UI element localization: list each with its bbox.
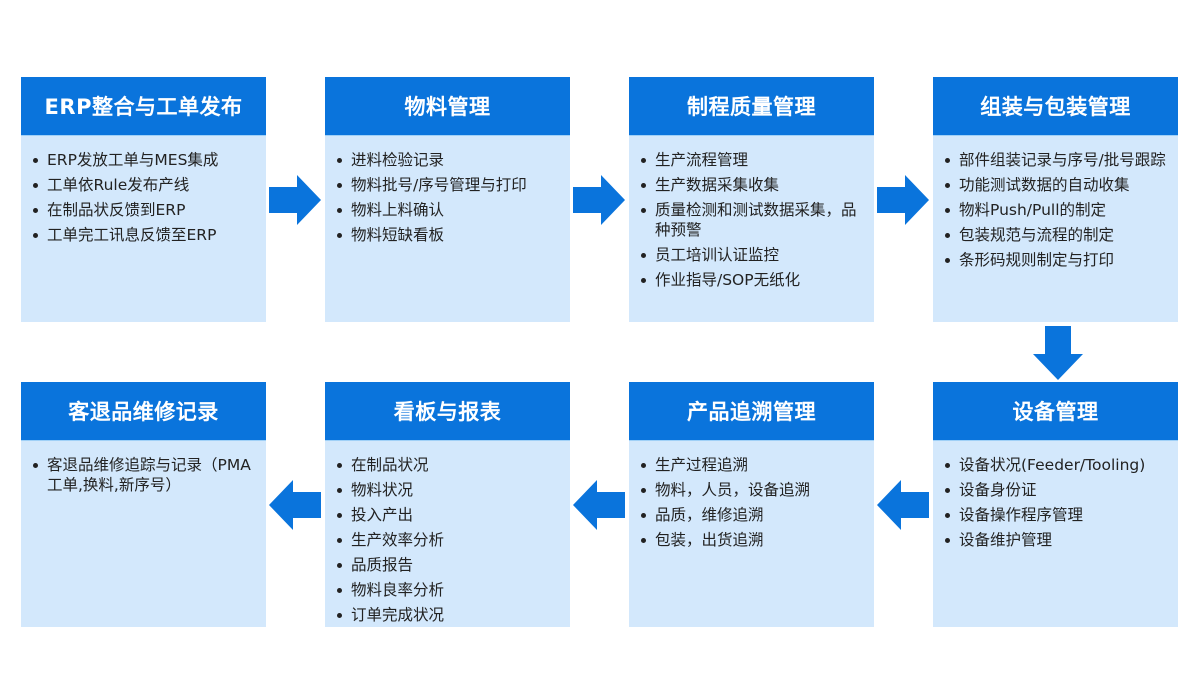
arrow-left-icon: [877, 480, 929, 530]
step-item: 在制品状况: [337, 455, 562, 475]
step-title: ERP整合与工单发布: [21, 77, 266, 136]
step-item: 条形码规则制定与打印: [945, 250, 1170, 270]
step-box: 组装与包装管理部件组装记录与序号/批号跟踪功能测试数据的自动收集物料Push/P…: [933, 77, 1178, 322]
step-items: 设备状况(Feeder/Tooling) 设备身份证设备操作程序管理设备维护管理: [933, 441, 1178, 550]
step-items: 进料检验记录物料批号/序号管理与打印物料上料确认物料短缺看板: [325, 136, 570, 245]
step-item: 质量检测和测试数据采集，品种预警: [641, 200, 866, 240]
step-item: 订单完成状况: [337, 605, 562, 625]
step-item: 物料良率分析: [337, 580, 562, 600]
step-title: 看板与报表: [325, 382, 570, 441]
step-item: 包装规范与流程的制定: [945, 225, 1170, 245]
step-item: ERP发放工单与MES集成: [33, 150, 258, 170]
arrow-left-icon: [269, 480, 321, 530]
step-item: 作业指导/SOP无纸化: [641, 270, 866, 290]
step-items: 客退品维修追踪与记录（PMA工单,换料,新序号）: [21, 441, 266, 495]
step-title: 制程质量管理: [629, 77, 874, 136]
step-item: 品质报告: [337, 555, 562, 575]
step-item: 包装，出货追溯: [641, 530, 866, 550]
step-item: 物料短缺看板: [337, 225, 562, 245]
arrow-left-icon: [573, 480, 625, 530]
step-item: 品质，维修追溯: [641, 505, 866, 525]
step-title: 物料管理: [325, 77, 570, 136]
step-title: 组装与包装管理: [933, 77, 1178, 136]
step-item: 设备身份证: [945, 480, 1170, 500]
step-box: 物料管理进料检验记录物料批号/序号管理与打印物料上料确认物料短缺看板: [325, 77, 570, 322]
step-item: 设备操作程序管理: [945, 505, 1170, 525]
arrow-down-icon: [1033, 326, 1083, 380]
step-item: 物料，人员，设备追溯: [641, 480, 866, 500]
step-item: 工单完工讯息反馈至ERP: [33, 225, 258, 245]
step-item: 生产流程管理: [641, 150, 866, 170]
step-item: 物料状况: [337, 480, 562, 500]
step-title: 产品追溯管理: [629, 382, 874, 441]
step-item: 客退品维修追踪与记录（PMA工单,换料,新序号）: [33, 455, 258, 495]
step-item: 物料上料确认: [337, 200, 562, 220]
arrow-right-icon: [877, 175, 929, 225]
step-items: 生产流程管理生产数据采集收集质量检测和测试数据采集，品种预警员工培训认证监控作业…: [629, 136, 874, 290]
step-items: ERP发放工单与MES集成工单依Rule发布产线在制品状反馈到ERP 工单完工讯息…: [21, 136, 266, 245]
step-item: 进料检验记录: [337, 150, 562, 170]
step-items: 部件组装记录与序号/批号跟踪功能测试数据的自动收集物料Push/Pull的制定包…: [933, 136, 1178, 270]
step-items: 在制品状况物料状况投入产出生产效率分析品质报告物料良率分析订单完成状况: [325, 441, 570, 625]
step-item: 生产过程追溯: [641, 455, 866, 475]
arrow-right-icon: [269, 175, 321, 225]
step-item: 工单依Rule发布产线: [33, 175, 258, 195]
step-item: 物料批号/序号管理与打印: [337, 175, 562, 195]
step-item: 员工培训认证监控: [641, 245, 866, 265]
step-title: 客退品维修记录: [21, 382, 266, 441]
step-box: 看板与报表在制品状况物料状况投入产出生产效率分析品质报告物料良率分析订单完成状况: [325, 382, 570, 627]
step-item: 功能测试数据的自动收集: [945, 175, 1170, 195]
step-item: 部件组装记录与序号/批号跟踪: [945, 150, 1170, 170]
step-item: 生产效率分析: [337, 530, 562, 550]
step-box: 设备管理设备状况(Feeder/Tooling) 设备身份证设备操作程序管理设备维…: [933, 382, 1178, 627]
step-item: 设备维护管理: [945, 530, 1170, 550]
step-items: 生产过程追溯物料，人员，设备追溯品质，维修追溯包装，出货追溯: [629, 441, 874, 550]
step-box: 产品追溯管理生产过程追溯物料，人员，设备追溯品质，维修追溯包装，出货追溯: [629, 382, 874, 627]
step-title: 设备管理: [933, 382, 1178, 441]
step-box: 客退品维修记录客退品维修追踪与记录（PMA工单,换料,新序号）: [21, 382, 266, 627]
step-item: 生产数据采集收集: [641, 175, 866, 195]
step-item: 投入产出: [337, 505, 562, 525]
step-item: 物料Push/Pull的制定: [945, 200, 1170, 220]
step-box: 制程质量管理生产流程管理生产数据采集收集质量检测和测试数据采集，品种预警员工培训…: [629, 77, 874, 322]
arrow-right-icon: [573, 175, 625, 225]
step-item: 在制品状反馈到ERP: [33, 200, 258, 220]
step-item: 设备状况(Feeder/Tooling): [945, 455, 1170, 475]
